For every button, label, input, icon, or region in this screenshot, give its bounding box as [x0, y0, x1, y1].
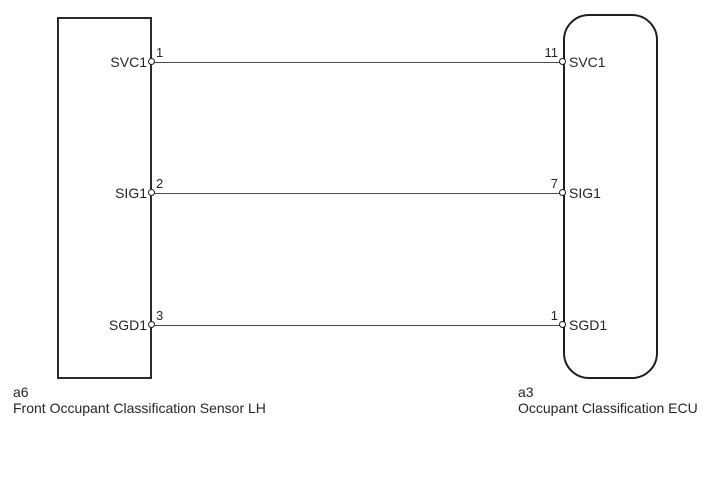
pin-terminal-left-2: [148, 189, 155, 196]
pin-label-right-sgd1: SGD1: [569, 317, 608, 333]
left-connector-name: Front Occupant Classification Sensor LH: [13, 400, 266, 416]
pin-label-left-svc1: SVC1: [110, 54, 147, 70]
pin-label-left-sig1: SIG1: [115, 185, 147, 201]
pin-label-left-sgd1: SGD1: [108, 317, 147, 333]
pin-terminal-left-1: [148, 58, 155, 65]
pin-number-left-1: 1: [156, 45, 164, 60]
wire-svc1: [152, 62, 563, 63]
right-connector-name: Occupant Classification ECU: [518, 400, 698, 416]
pin-number-right-11: 11: [544, 45, 559, 60]
left-connector-code: a6: [13, 384, 29, 400]
left-connector-outline: [57, 17, 152, 379]
right-connector-code: a3: [518, 384, 534, 400]
pin-label-right-svc1: SVC1: [569, 54, 606, 70]
pin-terminal-right-11: [559, 58, 566, 65]
pin-terminal-right-7: [559, 189, 566, 196]
right-connector-outline: [563, 14, 658, 379]
pin-number-right-7: 7: [550, 176, 558, 191]
wire-sgd1: [152, 325, 563, 326]
pin-terminal-left-3: [148, 321, 155, 328]
pin-number-left-3: 3: [156, 308, 164, 323]
pin-label-right-sig1: SIG1: [569, 185, 601, 201]
pin-terminal-right-1: [559, 321, 566, 328]
wire-sig1: [152, 193, 563, 194]
pin-number-right-1: 1: [550, 308, 558, 323]
pin-number-left-2: 2: [156, 176, 164, 191]
